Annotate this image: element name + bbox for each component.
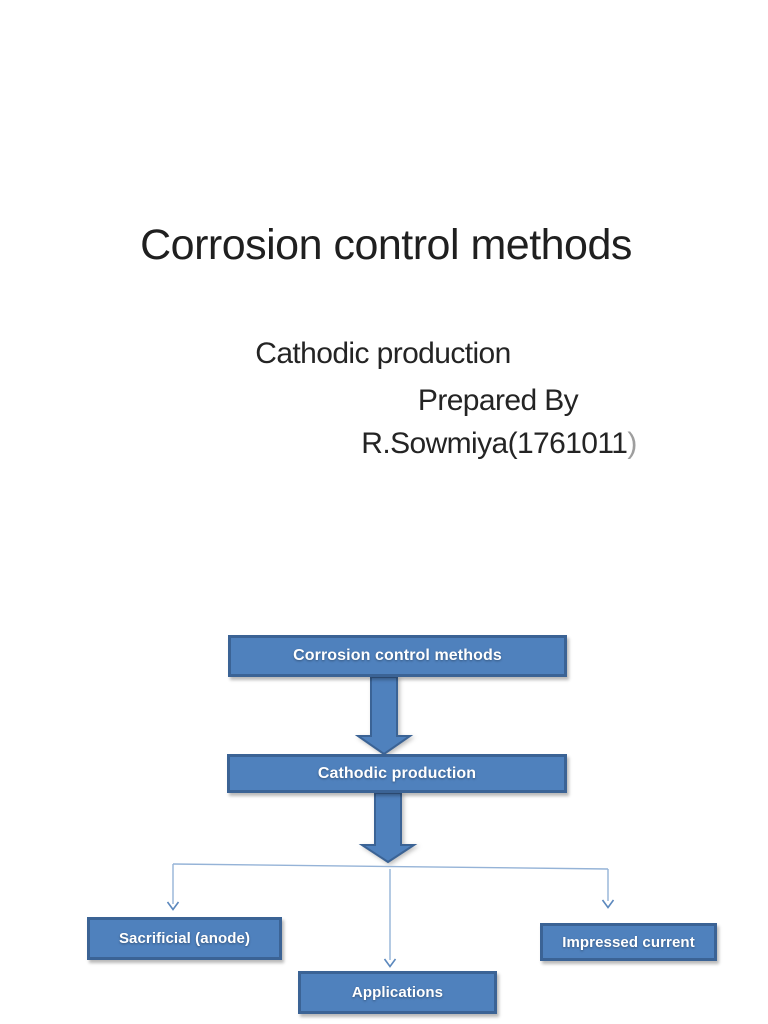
- subtitle-line-1: Cathodic production: [255, 337, 511, 370]
- flowchart-box-cathodic-production: Cathodic production: [227, 754, 567, 793]
- thick-down-arrow-2-icon: [358, 792, 418, 864]
- flowchart-box-root: Corrosion control methods: [228, 635, 567, 677]
- author-id-closing-paren: ): [627, 427, 637, 460]
- branch-right-arrowhead-icon: [601, 899, 615, 909]
- branch-left-arrowhead-icon: [166, 901, 180, 911]
- subtitle-line-2: Prepared By: [417, 384, 579, 417]
- flowchart-connectors: [166, 676, 615, 968]
- thick-down-arrow-1-icon: [354, 676, 414, 756]
- subtitle-line-3: R.Sowmiya(1761011): [361, 426, 637, 462]
- author-id-text: R.Sowmiya(1761011: [361, 427, 628, 460]
- branch-center-arrowhead-icon: [383, 958, 397, 968]
- slide-title: Corrosion control methods: [140, 221, 632, 269]
- flowchart-box-applications: Applications: [298, 971, 497, 1014]
- flowchart-box-impressed-current: Impressed current: [540, 923, 717, 961]
- flowchart-box-sacrificial-anode: Sacrificial (anode): [87, 917, 282, 960]
- branch-horizontal-line: [172, 863, 609, 870]
